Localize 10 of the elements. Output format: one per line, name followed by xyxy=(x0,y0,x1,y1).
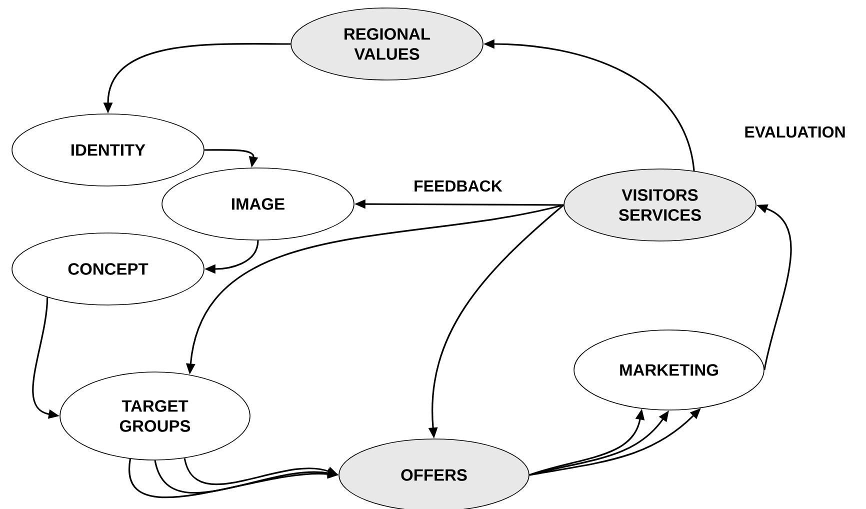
ellipse-node: CONCEPT xyxy=(12,232,204,306)
ellipse-node: REGIONAL VALUES xyxy=(290,8,484,80)
ellipse-node: VISITORS SERVICES xyxy=(564,168,756,242)
ellipse-node: IMAGE xyxy=(162,168,354,240)
ellipse-node: IDENTITY xyxy=(12,114,204,186)
ellipse-node: MARKETING xyxy=(574,330,764,410)
edge-label: EVALUATION xyxy=(743,125,847,139)
ellipse-node: TARGET GROUPS xyxy=(60,372,250,460)
edge-label: FEEDBACK xyxy=(412,179,504,193)
ellipse-node: OFFERS xyxy=(338,438,530,509)
